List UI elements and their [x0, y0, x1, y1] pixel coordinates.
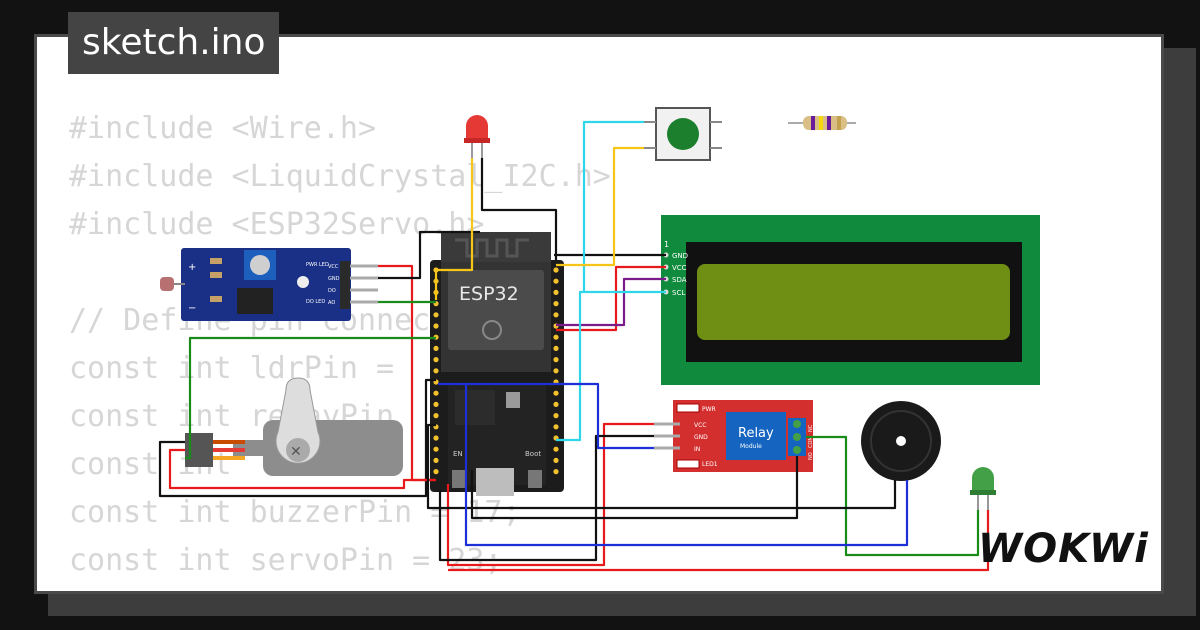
ldr-minus-label: − [188, 303, 196, 314]
red-led[interactable] [464, 115, 490, 158]
esp32-pin [553, 301, 559, 307]
relay-terminal-nc: NC [808, 424, 814, 432]
esp32-pin [553, 390, 559, 396]
esp32-pin [433, 357, 439, 363]
ldr-pin-vcc: VCC [328, 264, 339, 270]
esp32-pin [433, 323, 439, 329]
esp32-pin [553, 424, 559, 430]
relay-label: Relay [738, 426, 774, 441]
lcd-display[interactable]: 1 GND VCC SDA SCL [661, 215, 1040, 385]
code-line: #include <Wire.h> [69, 111, 377, 146]
esp32-pin [553, 401, 559, 407]
wire-button-b [556, 146, 644, 267]
esp32-en-label: EN [453, 450, 463, 458]
lcd-pin-vcc: VCC [672, 264, 687, 272]
esp32-pin [433, 390, 439, 396]
file-title: sketch.ino [68, 12, 280, 74]
esp32-pin [553, 469, 559, 475]
wokwi-logo: WOKWi [978, 526, 1149, 572]
esp32-pin [553, 357, 559, 363]
wire-lcd-scl [556, 290, 666, 442]
svg-text:✕: ✕ [290, 444, 302, 460]
ldr-pin-gnd: GND [328, 276, 340, 282]
wire-lcd-vcc [556, 265, 666, 332]
wire-servo-gnd [158, 378, 436, 498]
esp32-pin [553, 278, 559, 284]
esp32-pin [553, 446, 559, 452]
relay-sublabel: Module [740, 443, 762, 450]
relay-pin-gnd: GND [694, 434, 708, 441]
wire-servo-vcc [168, 448, 436, 490]
code-line: #include <LiquidCrystal_I2C.h> [69, 159, 611, 194]
esp32-pin [433, 312, 439, 318]
wire-relay-gnd [438, 434, 654, 562]
esp32-pin [433, 345, 439, 351]
wire-relay-in [438, 382, 654, 450]
esp32-pin [433, 446, 439, 452]
ldr-pwr-led-label: PWR LED [306, 262, 329, 268]
lcd-pin-gnd: GND [672, 252, 688, 260]
wire-relay-vcc [446, 422, 654, 567]
code-background: #include <Wire.h> #include <LiquidCrystal… [69, 105, 611, 585]
wire-relay-led [806, 435, 980, 557]
code-line: const int servoPin = 23; [69, 543, 503, 578]
esp32-pin [433, 413, 439, 419]
ldr-pin-do: DO [328, 288, 336, 294]
esp32-board[interactable]: ESP32 EN Boot [430, 232, 564, 496]
wire-ldr-gnd [378, 230, 480, 280]
relay-led-label: LED1 [702, 461, 718, 468]
ldr-module[interactable]: + − PWR LED DO LED VCC GND DO AO [160, 248, 378, 321]
servo-motor[interactable]: ✕ [185, 377, 403, 476]
wire-servo-signal [185, 336, 436, 460]
lcd-pin-sda: SDA [672, 276, 687, 284]
code-line: const int buzzerPin = 17; [69, 495, 521, 530]
wire-green-led [448, 510, 990, 572]
relay-module[interactable]: Relay Module PWR LED1 VCC GND IN NO COM … [654, 400, 814, 472]
esp32-pin [553, 457, 559, 463]
ldr-pin-ao: AO [328, 300, 335, 306]
wire-relay-com [470, 456, 799, 520]
wire-buzzer-gnd [426, 423, 897, 510]
lcd-pin-index: 1 [664, 240, 669, 249]
relay-pwr-label: PWR [702, 406, 716, 413]
esp32-pin [433, 368, 439, 374]
relay-pin-in: IN [694, 446, 700, 453]
wires [158, 120, 990, 572]
relay-terminal-no: NO [808, 452, 814, 460]
esp32-pin [553, 334, 559, 340]
esp32-pin [433, 401, 439, 407]
esp32-pin [553, 267, 559, 273]
lcd-pin-scl: SCL [672, 289, 685, 297]
esp32-pin [433, 469, 439, 475]
buzzer[interactable] [861, 401, 941, 481]
wire-buzzer-signal [464, 385, 909, 547]
ldr-plus-label: + [188, 262, 196, 273]
wire-lcd-sda [556, 277, 666, 327]
esp32-label: ESP32 [459, 283, 519, 305]
ldr-do-led-label: DO LED [306, 299, 325, 305]
relay-terminal-com: COM [808, 436, 814, 448]
wire-red-led-cathode [480, 158, 558, 260]
esp32-pin [553, 345, 559, 351]
esp32-pin [433, 435, 439, 441]
esp32-pin [553, 289, 559, 295]
relay-pin-vcc: VCC [694, 422, 706, 429]
wire-red-led-anode [434, 158, 474, 300]
resistor[interactable] [788, 116, 856, 130]
esp32-pin [433, 457, 439, 463]
green-led[interactable] [970, 467, 996, 510]
wire-button-a [582, 120, 644, 292]
esp32-pin [553, 413, 559, 419]
esp32-boot-label: Boot [525, 450, 541, 458]
esp32-pin [553, 312, 559, 318]
pushbutton[interactable] [644, 107, 722, 161]
esp32-pin [553, 368, 559, 374]
